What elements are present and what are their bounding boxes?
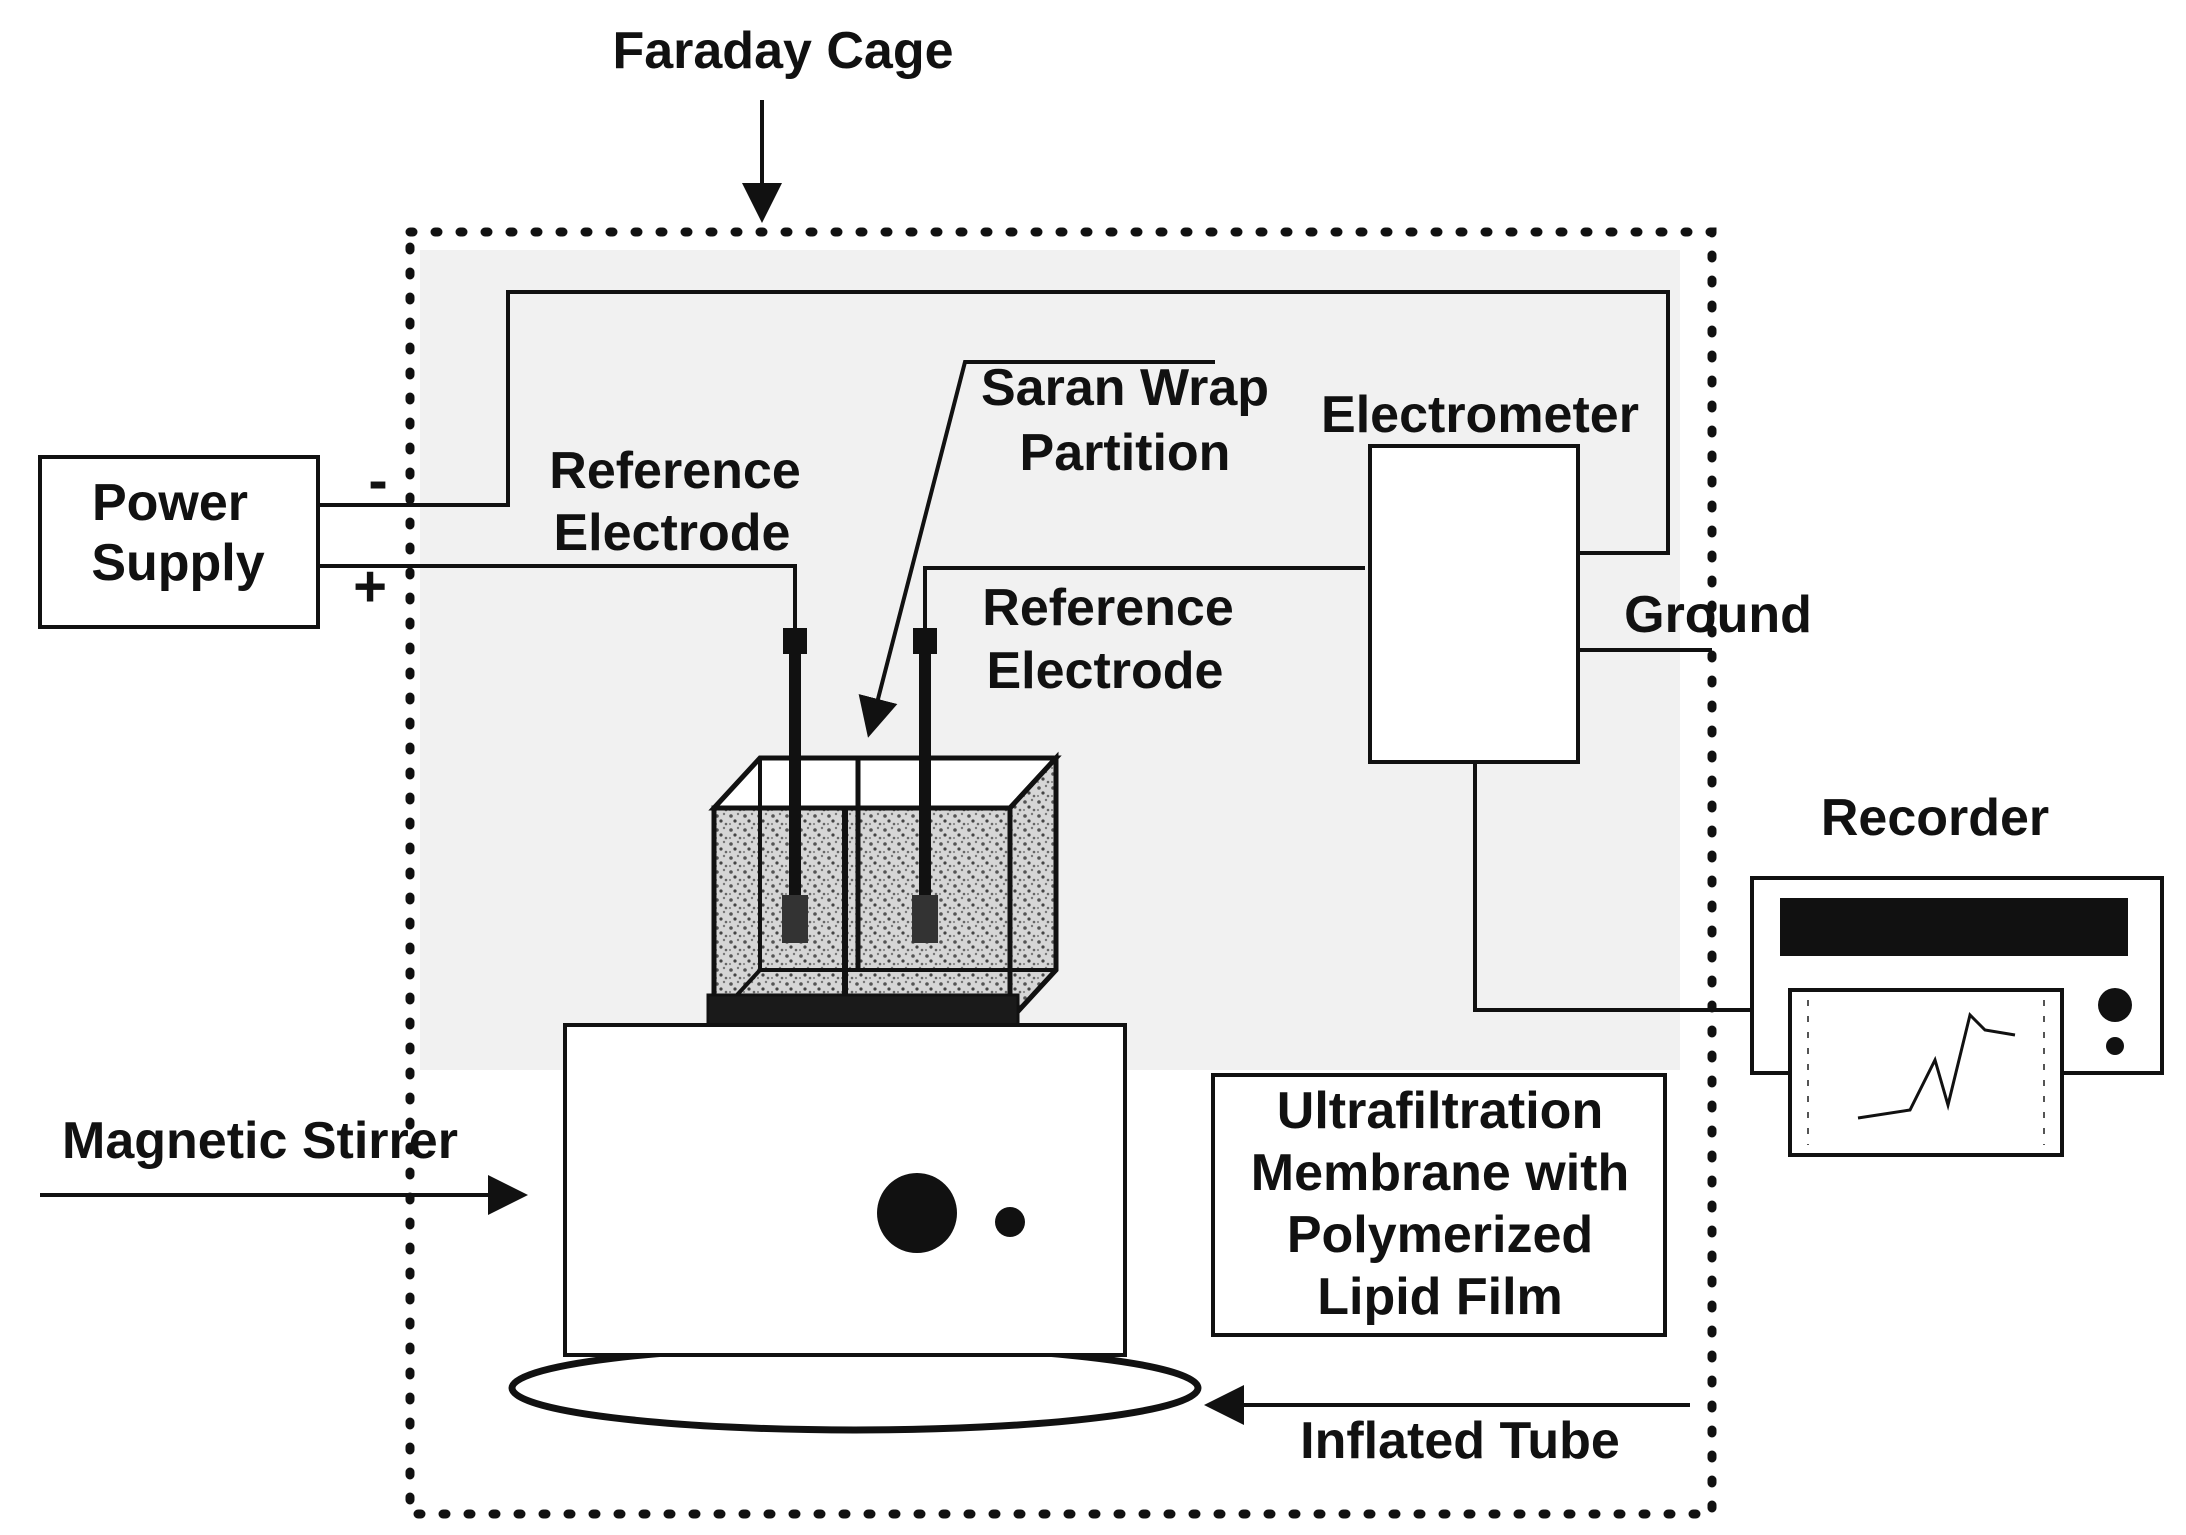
magnetic-stirrer-label: Magnetic Stirrer [62, 1112, 458, 1170]
power-supply-box [38, 455, 320, 629]
recorder-knob-large [2098, 988, 2132, 1022]
plus-terminal-label: + [353, 554, 387, 619]
membrane-annotation-box [1211, 1073, 1667, 1337]
inflated-tube-label: Inflated Tube [1300, 1412, 1620, 1470]
membrane-label-line4: Lipid Film [1317, 1268, 1563, 1326]
faraday-cage-boundary [405, 227, 1717, 1519]
recorder-chart-paper [1788, 988, 2064, 1157]
recorder-trace [1857, 1012, 2016, 1120]
membrane-label-line3: Polymerized [1287, 1206, 1593, 1264]
wire-negative-loop [318, 290, 1670, 555]
inflated-tube-ring [508, 1342, 1202, 1434]
saran-wrap-label-line2: Partition [1020, 424, 1231, 482]
recorder-label: Recorder [1821, 789, 2049, 847]
right-reference-electrode-label-line1: Reference [982, 579, 1233, 637]
recorder-display [1780, 898, 2128, 956]
power-supply-label-line1: Power [92, 474, 248, 532]
electrometer-label: Electrometer [1321, 386, 1639, 444]
left-reference-electrode-label-line1: Reference [549, 442, 800, 500]
electrochemical-cell [706, 751, 1062, 1027]
wire-electrometer-to-recorder [1473, 762, 1760, 1012]
ground-label: Ground [1624, 586, 1812, 644]
right-reference-electrode-label-line2: Electrode [987, 642, 1224, 700]
recorder-knob-small [2106, 1037, 2124, 1055]
stirrer-large-knob [877, 1173, 957, 1253]
magnetic-stirrer-body [563, 1023, 1127, 1357]
minus-terminal-label: - [368, 448, 387, 513]
membrane-label-line2: Membrane with [1251, 1144, 1630, 1202]
right-reference-electrode [912, 628, 938, 943]
membrane-label-line1: Ultrafiltration [1277, 1082, 1603, 1140]
wire-positive-to-left-electrode [318, 564, 797, 640]
saran-wrap-label-line1: Saran Wrap [981, 359, 1269, 417]
power-supply-label-line2: Supply [91, 534, 264, 592]
left-reference-electrode-label-line2: Electrode [554, 504, 791, 562]
electrometer-box [1368, 444, 1580, 764]
stirrer-small-knob [995, 1207, 1025, 1237]
left-reference-electrode [782, 628, 808, 943]
faraday-cage-label: Faraday Cage [612, 22, 953, 80]
wire-right-electrode-to-electrometer [923, 566, 1365, 640]
saran-wrap-arrow [858, 360, 1215, 738]
recorder [1750, 876, 2164, 1157]
